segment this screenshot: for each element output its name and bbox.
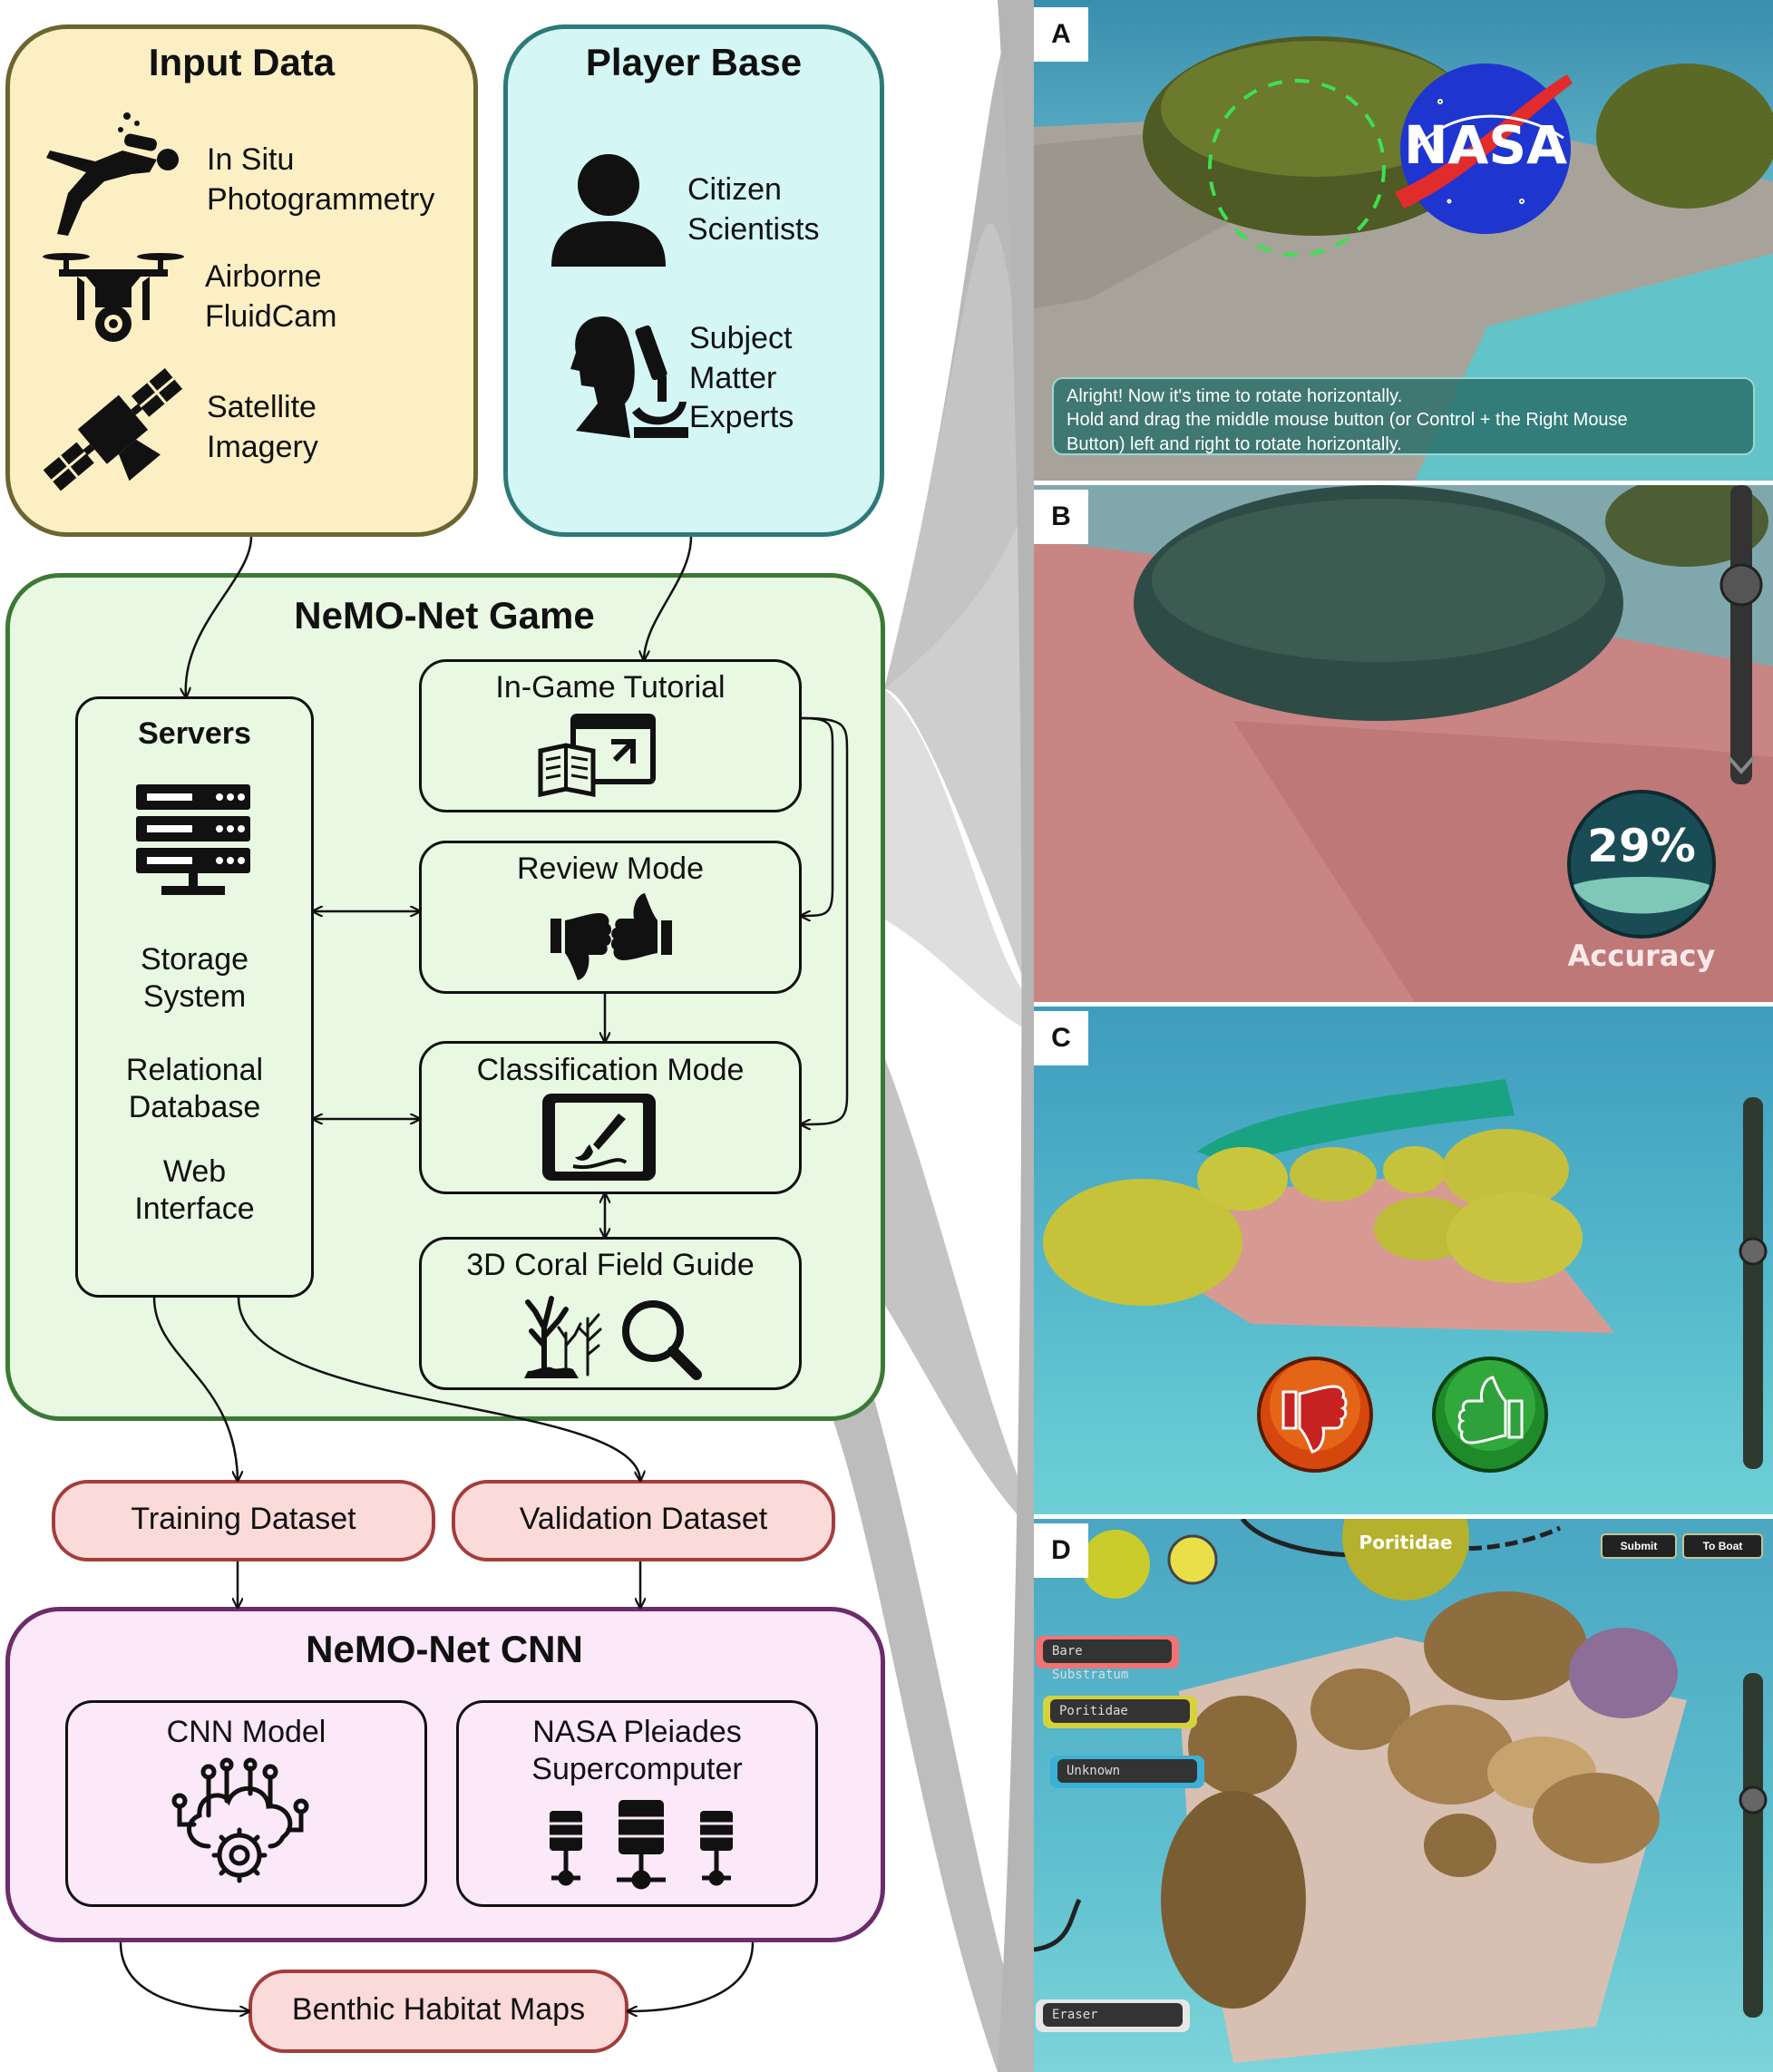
accuracy-gauge: 29% [1567,790,1716,939]
player-item-subject-matter-experts: Subject Matter Experts [689,321,794,435]
benthic-habitat-maps-box [248,1970,628,2053]
scuba-diver-icon [46,112,179,236]
tablet-paint-icon [542,1094,656,1181]
mode-label-classification: Classification Mode [476,1053,745,1087]
screenshot-panel-d [1034,1519,1773,2072]
panel-letter-c: C [1034,1011,1088,1065]
player-base-box [503,24,884,537]
nasa-logo-icon: NASA [1395,63,1573,234]
panel-letter-b: B [1034,490,1088,544]
accuracy-label: Accuracy [1567,939,1716,973]
eraser-button[interactable]: Eraser [1036,1999,1190,2032]
mode-box-tutorial [419,659,802,812]
screenshot-panel-c [1034,1007,1773,1514]
input-data-title: Input Data [148,41,336,83]
input-item-fluidcam: Airborne FluidCam [205,259,337,334]
mode-label-field-guide: 3D Coral Field Guide [466,1248,755,1282]
class-bare-substratum-label: Bare Substratum [1043,1639,1172,1682]
scientist-microscope-icon [570,316,688,438]
class-bare-substratum[interactable]: Bare Substratum [1036,1636,1179,1682]
person-icon [551,154,666,267]
panel-letter-d: D [1034,1523,1088,1578]
tutorial-book-icon [538,714,656,798]
coral-magnifier-icon [524,1296,702,1380]
supercomputer-label: NASA Pleiades Supercomputer [531,1715,743,1786]
thumbs-up-button[interactable] [1431,1356,1549,1474]
class-unknown-label: Unknown [1057,1759,1197,1783]
nasa-logo-text: NASA [1404,114,1567,176]
player-item-citizen-scientists: Citizen Scientists [687,172,820,247]
class-poritidae-label: Poritidae [1050,1699,1190,1723]
cnn-title: NeMO-Net CNN [306,1628,583,1670]
validation-dataset-box [452,1480,835,1561]
panel-d-scene [1034,1519,1768,2063]
game-title: NeMO-Net Game [294,594,595,637]
servers-title: Servers [138,716,251,751]
training-dataset-label: Training Dataset [131,1502,356,1536]
accuracy-value: 29% [1587,820,1696,872]
player-base-title: Player Base [585,41,803,83]
server-rack-icon [136,784,250,895]
thumbs-down-button[interactable] [1256,1356,1374,1474]
servers-web-interface: Web Interface [134,1154,255,1226]
tutorial-line-2: Hold and drag the middle mouse button (o… [1067,410,1628,431]
tutorial-line-1: Alright! Now it's time to rotate horizon… [1067,386,1403,406]
cloud-gear-icon [171,1757,309,1883]
validation-dataset-label: Validation Dataset [519,1502,768,1536]
servers-relational-database: Relational Database [125,1053,264,1124]
thumbs-icon [550,893,672,980]
poritidae-top-label: Poritidae [1359,1532,1453,1553]
benthic-habitat-maps-label: Benthic Habitat Maps [291,1992,586,2027]
eraser-label: Eraser [1043,2003,1183,2027]
cnn-model-label: CNN Model [166,1715,326,1749]
drone-icon [43,253,184,342]
to-boat-button[interactable]: To Boat [1682,1533,1763,1559]
mode-label-tutorial: In-Game Tutorial [495,670,726,705]
mode-box-review [419,841,802,994]
mode-label-review: Review Mode [517,851,704,886]
submit-button[interactable]: Submit [1601,1533,1677,1559]
training-dataset-box [52,1480,435,1561]
satellite-icon [43,367,183,491]
tutorial-tooltip: Alright! Now it's time to rotate horizon… [1052,377,1755,455]
input-item-photogrammetry: In Situ Photogrammetry [207,142,435,217]
servers-storage-system: Storage System [140,942,249,1014]
input-item-satellite: Satellite Imagery [207,390,318,464]
panel-letter-a: A [1034,7,1088,62]
class-unknown[interactable]: Unknown [1050,1756,1204,1788]
panel-c-scene [1043,1079,1768,1469]
database-network-icon [550,1800,733,1890]
class-poritidae[interactable]: Poritidae [1043,1696,1197,1728]
tutorial-line-3: Button) left and right to rotate horizon… [1067,433,1402,454]
